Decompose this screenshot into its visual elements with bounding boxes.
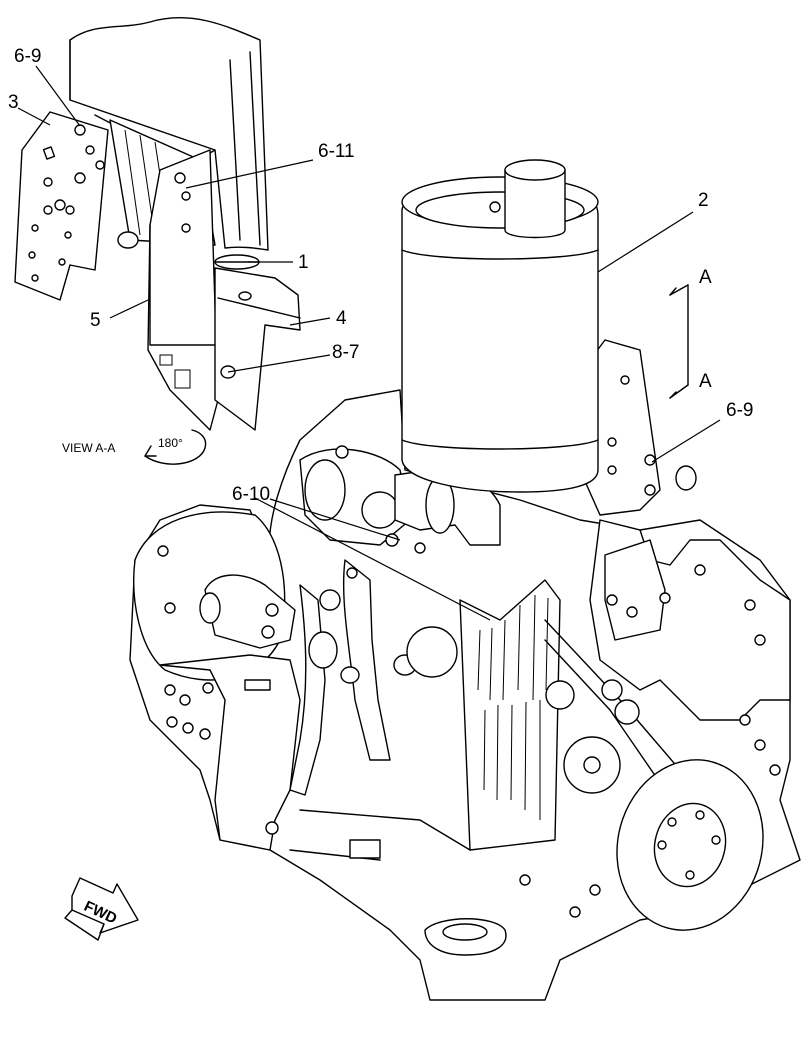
callout-1: 1 (298, 252, 309, 273)
section-marker-lower: A (699, 371, 712, 392)
forward-direction-arrow: FWD (64, 877, 139, 941)
callout-4: 4 (336, 308, 347, 329)
view-a-a-label: VIEW A-A (62, 441, 115, 455)
rotation-label: 180° (158, 436, 183, 450)
callout-2: 2 (698, 190, 709, 211)
engine-assembly (129, 339, 801, 1001)
callout-3: 3 (8, 92, 19, 113)
callout-6-9-right: 6-9 (726, 400, 753, 421)
rotation-indicator: 180° (144, 429, 207, 465)
section-a-a-indicator (669, 284, 689, 399)
muffler-upper-body (69, 16, 269, 251)
callout-6-9-top: 6-9 (14, 46, 41, 67)
section-marker-upper: A (699, 267, 712, 288)
callout-6-10: 6-10 (232, 484, 270, 505)
muffler-part-2 (401, 159, 599, 493)
view-a-a-detail (14, 16, 301, 431)
leader-lines (17, 65, 721, 621)
bracket-part-4 (214, 267, 301, 431)
callout-8-7: 8-7 (332, 342, 359, 363)
support-part-5 (147, 149, 219, 431)
callout-5: 5 (90, 310, 101, 331)
callout-6-11: 6-11 (318, 141, 355, 162)
